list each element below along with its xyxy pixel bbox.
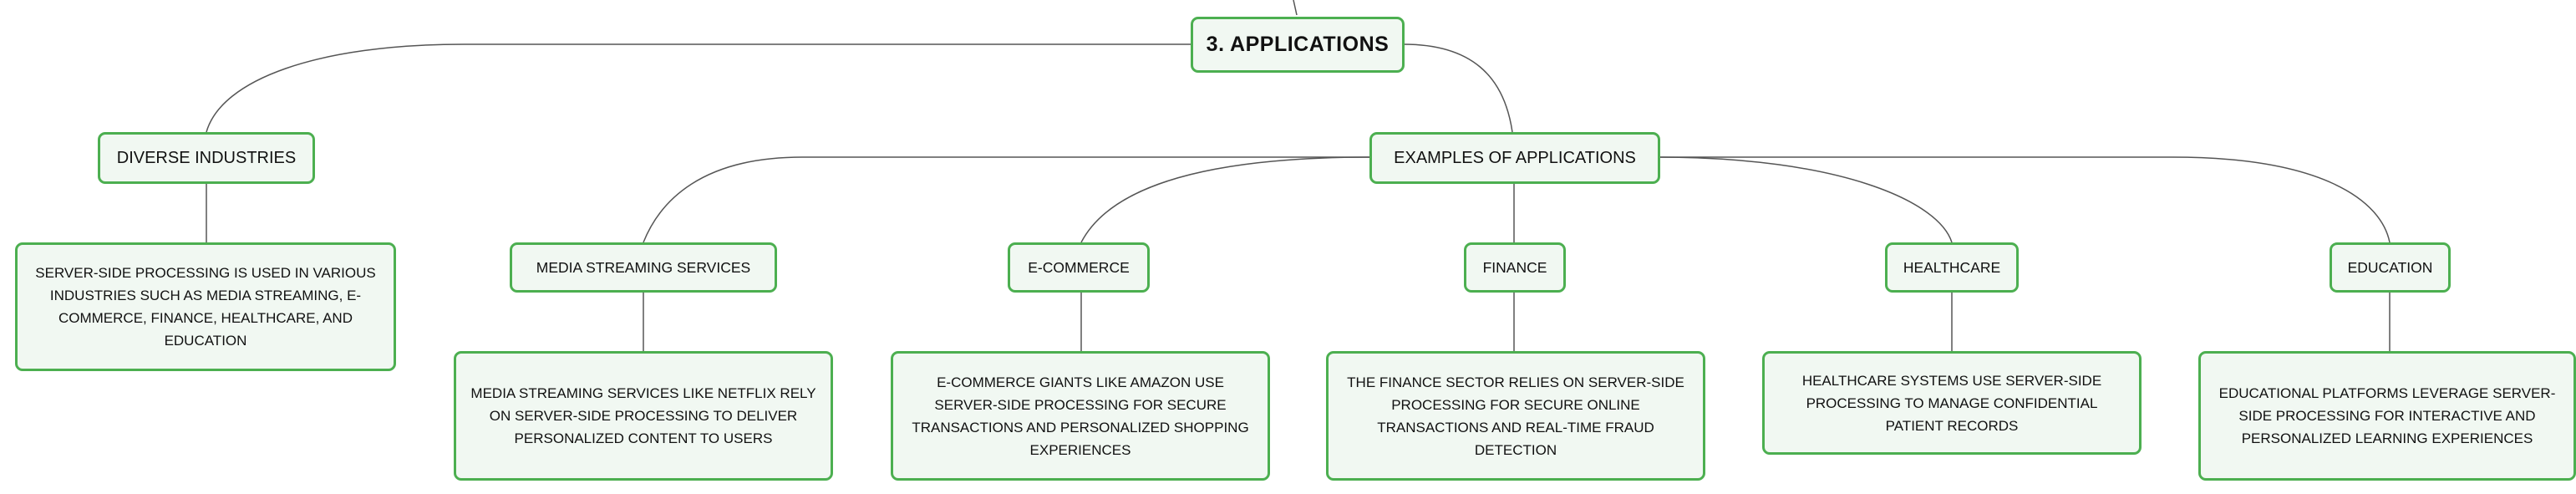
healthcare-node[interactable]: HEALTHCARE xyxy=(1885,242,2019,293)
finance-detail-node[interactable]: THE FINANCE SECTOR RELIES ON SERVER-SIDE… xyxy=(1326,351,1705,481)
media-streaming-node[interactable]: MEDIA STREAMING SERVICES xyxy=(510,242,777,293)
ecommerce-detail-node[interactable]: E-COMMERCE GIANTS LIKE AMAZON USE SERVER… xyxy=(891,351,1270,481)
examples-node[interactable]: EXAMPLES OF APPLICATIONS xyxy=(1369,132,1660,184)
healthcare-detail-node[interactable]: HEALTHCARE SYSTEMS USE SERVER-SIDE PROCE… xyxy=(1762,351,2142,455)
media-streaming-label: MEDIA STREAMING SERVICES xyxy=(536,258,751,276)
connector-examples-media xyxy=(643,156,1370,243)
examples-label: EXAMPLES OF APPLICATIONS xyxy=(1394,148,1636,167)
finance-node[interactable]: FINANCE xyxy=(1464,242,1566,293)
education-label: EDUCATION xyxy=(2347,258,2433,276)
finance-detail: THE FINANCE SECTOR RELIES ON SERVER-SIDE… xyxy=(1347,374,1684,458)
diverse-industries-detail: SERVER-SIDE PROCESSING IS USED IN VARIOU… xyxy=(35,265,376,349)
ecommerce-node[interactable]: E-COMMERCE xyxy=(1008,242,1150,293)
connector-root-diverse xyxy=(206,43,1191,133)
diverse-industries-detail-node[interactable]: SERVER-SIDE PROCESSING IS USED IN VARIOU… xyxy=(15,242,396,371)
finance-label: FINANCE xyxy=(1482,258,1547,276)
connector-examples-healthcare xyxy=(1658,156,1953,243)
healthcare-label: HEALTHCARE xyxy=(1903,258,2001,276)
root-node[interactable]: 3. APPLICATIONS xyxy=(1191,17,1405,73)
education-detail-node[interactable]: EDUCATIONAL PLATFORMS LEVERAGE SERVER-SI… xyxy=(2198,351,2576,481)
healthcare-detail: HEALTHCARE SYSTEMS USE SERVER-SIDE PROCE… xyxy=(1801,372,2102,434)
ecommerce-label: E-COMMERCE xyxy=(1028,258,1130,276)
root-label: 3. APPLICATIONS xyxy=(1206,33,1390,56)
connector-root-examples xyxy=(1403,43,1513,133)
connector-examples-ecommerce xyxy=(1080,156,1371,243)
media-streaming-detail-node[interactable]: MEDIA STREAMING SERVICES LIKE NETFLIX RE… xyxy=(454,351,833,481)
diverse-industries-label: DIVERSE INDUSTRIES xyxy=(116,148,297,167)
diverse-industries-node[interactable]: DIVERSE INDUSTRIES xyxy=(98,132,315,184)
media-streaming-detail: MEDIA STREAMING SERVICES LIKE NETFLIX RE… xyxy=(470,385,816,446)
connector-examples-education xyxy=(1659,156,2391,243)
ecommerce-detail: E-COMMERCE GIANTS LIKE AMAZON USE SERVER… xyxy=(912,374,1249,458)
connector-root-parent xyxy=(1293,0,1298,16)
education-detail: EDUCATIONAL PLATFORMS LEVERAGE SERVER-SI… xyxy=(2218,385,2556,446)
education-node[interactable]: EDUCATION xyxy=(2330,242,2451,293)
